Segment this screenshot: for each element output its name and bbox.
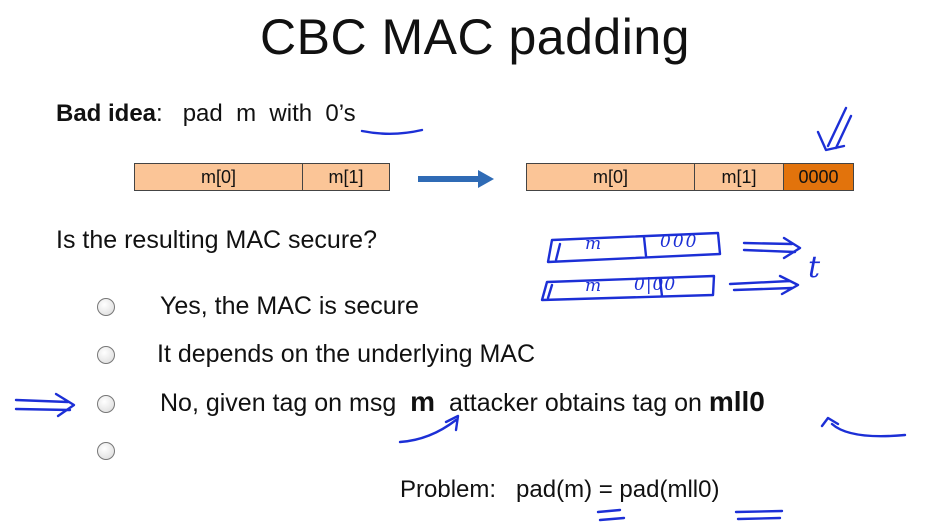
hand-text-tag: t	[808, 250, 821, 285]
block-m1-left: m[1]	[302, 163, 390, 191]
underline-pad-mll0	[734, 509, 784, 521]
underline-zeros	[360, 128, 424, 135]
curved-arrow-m-icon	[398, 414, 460, 444]
right-arrow-icon	[418, 170, 494, 188]
hand-block-2	[540, 274, 716, 302]
hand-block-1	[546, 231, 722, 264]
hand-text-block2-pad: 0|00	[634, 275, 677, 295]
option-text-1: Yes, the MAC is secure	[160, 292, 419, 320]
block-m1-right: m[1]	[694, 163, 784, 191]
option-3-text-a: No, given tag on msg	[160, 389, 411, 417]
double-arrow-2-icon	[728, 274, 800, 296]
bad-idea-label: Bad idea	[56, 100, 157, 127]
double-arrow-1-icon	[742, 236, 802, 260]
hand-text-block2-m: m	[585, 276, 602, 296]
hand-text-block1-pad: 000	[660, 232, 699, 252]
option-3-bold-mll0: mll0	[708, 386, 765, 417]
question-text: Is the resulting MAC secure?	[56, 226, 377, 254]
option-radio-2[interactable]	[97, 346, 115, 364]
down-arrow-icon	[816, 106, 853, 152]
option-text-2: It depends on the underlying MAC	[157, 340, 536, 368]
underline-pad-m	[596, 508, 626, 522]
option-radio-3[interactable]	[97, 395, 115, 413]
option-3-bold-m: m	[410, 386, 436, 417]
option-text-3: No, given tag on msg m attacker obtains …	[160, 386, 765, 418]
left-double-arrow-icon	[14, 392, 76, 418]
bad-idea-line: Bad idea: pad m with 0’s	[56, 100, 356, 128]
hand-text-block1-m: m	[585, 234, 602, 254]
block-pad-right: 0000	[783, 163, 854, 191]
option-3-text-b: attacker obtains tag on	[435, 389, 709, 417]
bad-idea-text: : pad m with 0’s	[156, 100, 356, 127]
problem-text: Problem: pad(m) = pad(mll0)	[400, 476, 720, 503]
option-radio-4[interactable]	[97, 442, 115, 460]
block-m0-left: m[0]	[134, 163, 303, 191]
slide-title: CBC MAC padding	[260, 9, 690, 65]
option-radio-1[interactable]	[97, 298, 115, 316]
block-m0-right: m[0]	[526, 163, 695, 191]
curved-arrow-mll0-icon	[820, 416, 907, 438]
